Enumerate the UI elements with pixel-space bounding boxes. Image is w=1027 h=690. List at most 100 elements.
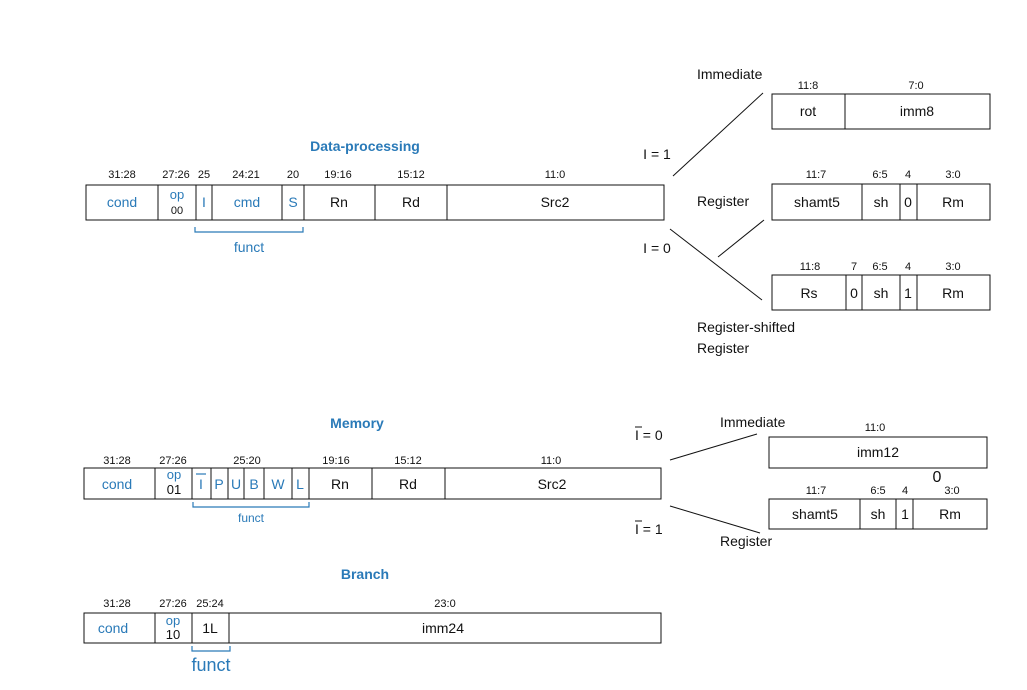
dp-rsr-label-line1: Register-shifted [697, 319, 795, 335]
br-field-op-value: 10 [166, 627, 180, 642]
mem-i1-label: I = 1 [635, 521, 663, 537]
dp-reg-zero: 0 [904, 194, 912, 210]
dp-imm-imm8-box [844, 93, 991, 130]
mem-bit-op: 27:26 [159, 455, 187, 467]
dp-bit-s: 20 [287, 169, 299, 181]
mem-connector-immediate [669, 433, 758, 461]
mem-reg-one: 1 [901, 506, 909, 522]
dp-imm-label: Immediate [697, 66, 763, 82]
dp-reg-bit-shamt5: 11:7 [806, 169, 827, 181]
dp-rsr-rm: Rm [942, 285, 964, 301]
mem-field-op-value: 01 [167, 482, 181, 497]
mem-field-u: U [231, 476, 241, 492]
mem-imm-imm12-box [768, 436, 988, 469]
mem-reg-sh: sh [871, 506, 886, 522]
dp-reg-bit-zero: 4 [905, 169, 911, 181]
mem-reg-label: Register [720, 533, 772, 549]
mem-field-w: W [271, 476, 285, 492]
mem-field-rd-box [371, 467, 446, 500]
dp-field-op: op [170, 187, 184, 202]
mem-reg-shamt5-box [768, 498, 861, 530]
dp-rsr-rs: Rs [800, 285, 817, 301]
mem-reg-bit-rm: 3:0 [944, 485, 959, 497]
dp-field-src2: Src2 [541, 194, 570, 210]
mem-funct-label: funct [238, 511, 265, 525]
mem-i1-rest: = 1 [639, 521, 663, 537]
dp-field-cmd-box [211, 184, 283, 221]
dp-field-s: S [288, 194, 297, 210]
dp-funct-bracket [194, 227, 304, 233]
br-title: Branch [341, 566, 389, 582]
br-funct-bracket [191, 646, 231, 652]
dp-rsr-bit-7: 7 [851, 261, 857, 273]
dp-title: Data-processing [310, 138, 420, 154]
dp-field-src2-box [446, 184, 665, 221]
mem-reg-shamt5: shamt5 [792, 506, 838, 522]
br-bit-imm24: 23:0 [434, 598, 455, 610]
br-field-op: op [166, 613, 180, 628]
dp-field-i: I [202, 194, 206, 210]
mem-field-w-box [263, 467, 293, 500]
mem-bit-src2: 11:0 [541, 455, 562, 467]
mem-field-src2-box [444, 467, 662, 500]
mem-field-cond: cond [102, 476, 132, 492]
dp-rsr-sh: sh [874, 285, 889, 301]
dp-i0-label: I = 0 [643, 240, 671, 256]
dp-bit-rn: 19:16 [324, 169, 352, 181]
dp-reg-bit-sh: 6:5 [872, 169, 887, 181]
mem-i0-label: I = 0 [635, 427, 663, 443]
dp-reg-sh-box [861, 183, 901, 221]
mem-field-rd: Rd [399, 476, 417, 492]
dp-bit-op: 27:26 [162, 169, 190, 181]
br-field-imm24-box [228, 612, 662, 644]
br-bit-funct: 25:24 [196, 598, 224, 610]
mem-reg-bit-4: 4 [902, 485, 908, 497]
mem-imm-imm12: imm12 [857, 444, 899, 460]
dp-field-op-box [157, 184, 197, 221]
dp-reg-bit-rm: 3:0 [945, 169, 960, 181]
dp-reg-shamt5: shamt5 [794, 194, 840, 210]
dp-imm-imm8: imm8 [900, 103, 934, 119]
dp-rsr-rm-box [916, 274, 991, 311]
mem-field-rn-box [308, 467, 373, 500]
mem-field-ibar: I [199, 476, 203, 492]
dp-reg-shamt5-box [771, 183, 863, 221]
dp-reg-label: Register [697, 193, 749, 209]
dp-i1-label: I = 1 [643, 146, 671, 162]
br-instruction-fields [83, 612, 662, 644]
dp-rsr-label-line2: Register [697, 340, 749, 356]
dp-reg-sh: sh [874, 194, 889, 210]
dp-connector-immediate [672, 92, 764, 177]
dp-imm-bit-rot: 11:8 [798, 80, 819, 92]
dp-rsr-bit-rm: 3:0 [945, 261, 960, 273]
dp-rsr-bit-rs: 11:8 [800, 261, 821, 273]
dp-instruction-fields [85, 184, 665, 221]
mem-funct-bracket [192, 502, 310, 508]
dp-reg-rm-box [916, 183, 991, 221]
dp-field-rn: Rn [330, 194, 348, 210]
mem-imm-bit-imm12: 11:0 [865, 422, 886, 434]
mem-instruction-fields [83, 467, 662, 500]
mem-imm-label: Immediate [720, 414, 786, 430]
dp-field-op-value: 00 [171, 205, 183, 217]
dp-field-cmd: cmd [234, 194, 260, 210]
br-bit-cond: 31:28 [103, 598, 131, 610]
dp-imm-rot-box [771, 93, 846, 130]
mem-field-p: P [214, 476, 223, 492]
mem-title: Memory [330, 415, 384, 431]
dp-rsr-sh-box [861, 274, 901, 311]
mem-field-src2: Src2 [538, 476, 567, 492]
dp-field-rn-box [303, 184, 376, 221]
br-field-funct-box [191, 612, 230, 644]
br-field-funct: 1L [202, 620, 218, 636]
dp-field-rd-box [374, 184, 448, 221]
dp-reg-rm: Rm [942, 194, 964, 210]
mem-connector-register [669, 505, 761, 534]
br-funct-label: funct [191, 655, 230, 675]
dp-rsr-bit-sh: 6:5 [872, 261, 887, 273]
mem-bit-rd: 15:12 [394, 455, 422, 467]
mem-i0-letter: I [635, 427, 639, 443]
dp-bit-cmd: 24:21 [232, 169, 260, 181]
br-bit-op: 27:26 [159, 598, 187, 610]
